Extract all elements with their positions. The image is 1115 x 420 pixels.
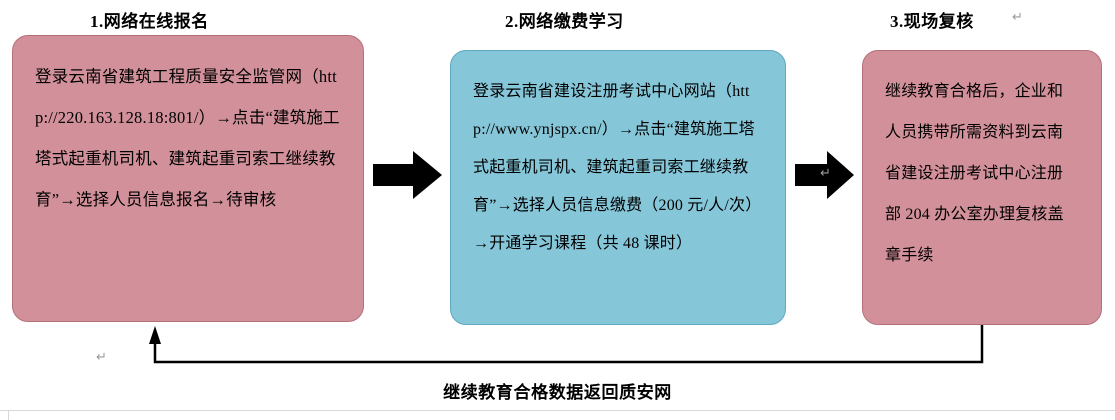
step-2-box: 登录云南省建设注册考试中心网站（http://www.ynjspx.cn/）→点… [450,50,786,325]
page-left-edge [8,410,9,420]
page-bottom-edge [0,410,1115,411]
arrow-step1-to-step2-icon [373,151,442,199]
paragraph-mark-icon: ↵ [1012,9,1023,24]
diagram-caption: 继续教育合格数据返回质安网 [443,383,672,402]
arrow-step2-to-step3-icon [795,151,854,199]
step-3-box: 继续教育合格后，企业和人员携带所需资料到云南省建设注册考试中心注册部 204 办… [862,50,1102,325]
paragraph-mark-icon: ↵ [820,165,831,180]
step-1-body-text: 登录云南省建筑工程质量安全监管网（http://220.163.128.18:8… [35,67,340,209]
step-2-title: 2.网络缴费学习 [505,12,624,31]
step-1-box: 登录云南省建筑工程质量安全监管网（http://220.163.128.18:8… [12,35,364,322]
step-3-title: 3.现场复核 [890,12,974,31]
paragraph-mark-icon: ↵ [96,349,107,364]
step-3-body-text: 继续教育合格后，企业和人员携带所需资料到云南省建设注册考试中心注册部 204 办… [885,83,1064,264]
step-2-body-text: 登录云南省建设注册考试中心网站（http://www.ynjspx.cn/）→点… [473,83,762,252]
step-1-title: 1.网络在线报名 [90,12,209,31]
